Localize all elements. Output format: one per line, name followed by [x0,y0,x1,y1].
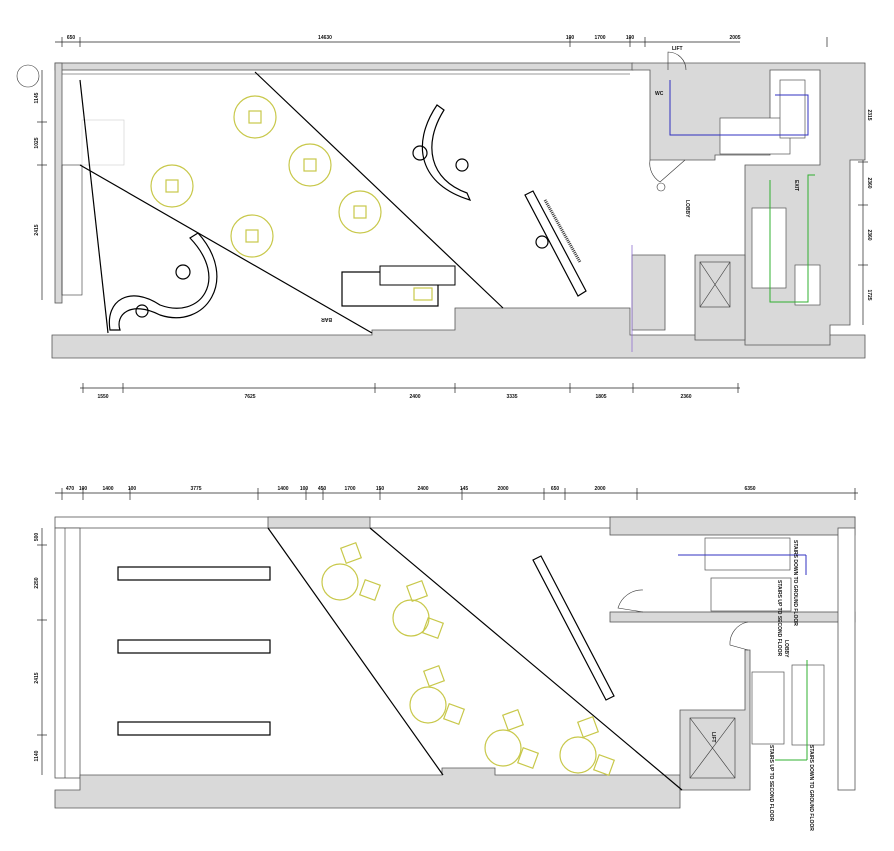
dimension-label: 14630 [318,35,332,41]
dimension-label: 145 [460,486,469,492]
dimension-label: 2415 [34,224,40,235]
dimension-label: 1725 [866,289,872,300]
dimension-label: 650 [67,35,76,41]
diagonal-partition [254,71,504,309]
dimension-label: 1700 [594,35,605,41]
display-benches [117,555,615,736]
dimension-label: 100 [626,35,635,41]
lobby-label: LOBBY [783,640,789,658]
dimension-label: 3335 [506,394,517,400]
dimension-label: 2250 [34,577,40,588]
dimension-label: 1400 [277,486,288,492]
dimension-label: 6350 [744,486,755,492]
dimension-label: 1700 [344,486,355,492]
walls [54,516,856,809]
north-marker [16,64,40,88]
blue-route-line [669,80,809,136]
dimension-label: 3775 [190,486,201,492]
dimension-label: 2360 [866,177,872,188]
lift-label: LIFT [710,732,716,743]
dimension-top: 470 100 1400 100 3775 1400 100 450 1700 … [55,486,858,500]
lift-label: LIFT [672,46,683,52]
wc-label: WC [655,91,664,97]
dimension-label: 1145 [34,92,40,103]
dimension-label: 450 [318,486,327,492]
dimension-label: 100 [300,486,309,492]
dimension-label: 500 [34,533,40,542]
dimension-label: 2400 [417,486,428,492]
curved-bench [421,104,472,201]
dimension-label: 2415 [34,672,40,683]
stairs-down-label: STAIRS DOWN TO GROUND FLOOR [808,745,814,831]
dimension-top: 650 14630 100 1700 100 2005 [55,35,828,47]
dimension-label: 2360 [680,394,691,400]
cafe-tables [321,541,616,777]
dimension-label: 1550 [97,394,108,400]
bar-label: BAR [321,316,332,322]
bar-back-counter [379,265,456,286]
first-floor-plan: 470 100 1400 100 3775 1400 100 450 1700 … [34,486,858,831]
dimension-label: 470 [66,486,75,492]
left-partition [79,79,109,334]
dimension-label: 7625 [244,394,255,400]
dimension-label: 1805 [595,394,606,400]
dimension-label: 2000 [497,486,508,492]
dimension-bottom: 1550 7625 2400 3335 1805 2360 [80,383,740,400]
dimension-label: 2315 [866,109,872,120]
curved-bench [108,232,218,331]
dimension-left: 1145 1025 2415 [34,70,47,300]
walls [51,62,866,359]
exit-label: EXIT [793,180,799,191]
dimension-left: 500 2250 2415 1140 [34,528,47,775]
dimension-label: 100 [79,486,88,492]
ground-floor-plan: 650 14630 100 1700 100 2005 1550 7625 24… [16,35,872,400]
diagonal-partition [369,527,683,791]
dimension-label: 100 [566,35,575,41]
entrance-door [667,51,687,71]
slanted-bench [524,190,587,297]
stairs-down-label: STAIRS DOWN TO GROUND FLOOR [792,540,798,626]
dimension-label: 1400 [102,486,113,492]
ground-stairs: LOBBY EXIT WC [649,79,821,308]
first-stairs: STAIRS DOWN TO GROUND FLOOR STAIRS UP TO… [617,537,825,831]
dimension-label: 650 [551,486,560,492]
diagonal-partition [267,527,444,776]
dimension-label: 2000 [594,486,605,492]
cafe-tables [150,95,382,258]
dimension-label: 2360 [866,229,872,240]
stairs-up-label: STAIRS UP TO SECOND FLOOR [768,745,774,822]
green-route-line [769,174,815,303]
dimension-label: 100 [128,486,137,492]
dimension-label: 2005 [729,35,740,41]
dimension-label: 1140 [34,750,40,761]
dimension-label: 150 [376,486,385,492]
lobby-label: LOBBY [684,200,690,218]
dimension-label: 2400 [409,394,420,400]
stairs-up-label: STAIRS UP TO SECOND FLOOR [776,580,782,657]
diagonal-partition [79,164,373,334]
dimension-label: 1025 [34,137,40,148]
